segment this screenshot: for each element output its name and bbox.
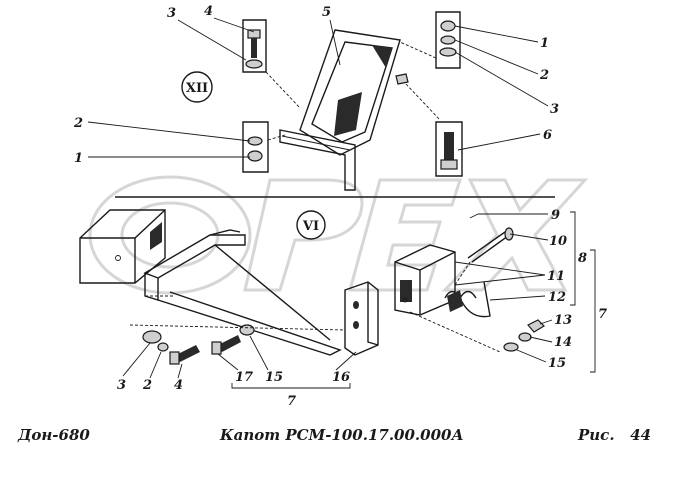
washer-part-14 xyxy=(518,332,532,342)
callout-1-left: 1 xyxy=(74,151,83,166)
callout-labels: 3 4 5 1 2 3 6 2 1 9 10 11 8 12 7 13 14 1… xyxy=(73,4,607,409)
leader-dashed-5 xyxy=(129,324,346,331)
bracket-group-7-bottom xyxy=(231,383,351,389)
washer-part-15-bottom xyxy=(239,324,255,336)
callout-15-right: 15 xyxy=(548,356,566,371)
leader-dashed-1 xyxy=(265,71,301,109)
washer-part-15-right xyxy=(503,342,519,352)
callout-7-right: 7 xyxy=(598,307,607,322)
callout-4-top: 4 xyxy=(204,4,213,19)
leader-dashed-7 xyxy=(454,261,471,286)
hinge-plate-part-11 xyxy=(394,244,456,316)
callout-leaders xyxy=(87,17,553,379)
footer-title: Капот РСМ-100.17.00.000А xyxy=(220,426,464,444)
cotter-pin-part-9 xyxy=(469,213,479,219)
bolt-part-4-bottom xyxy=(169,345,200,365)
upper-assembly xyxy=(242,11,463,191)
callout-4-bottom: 4 xyxy=(174,378,183,393)
view-label-upper: XII xyxy=(186,81,208,96)
callout-10: 10 xyxy=(549,234,567,249)
callout-12: 12 xyxy=(548,290,566,305)
leader-dashed-4 xyxy=(267,134,286,141)
leader-dashed-2 xyxy=(399,41,437,59)
callout-2-left: 2 xyxy=(73,116,83,131)
washer-part-2-bottom xyxy=(157,342,169,352)
callout-14: 14 xyxy=(554,335,572,350)
bolt-part-17 xyxy=(211,335,241,355)
callout-7-bottom: 7 xyxy=(287,394,296,409)
bracket-group-7-right xyxy=(590,249,596,373)
bracket-group-8 xyxy=(570,211,576,306)
nut-left xyxy=(247,150,263,162)
washer-left xyxy=(247,136,263,146)
rod-part-10 xyxy=(467,227,514,263)
washer-part-3-bottom xyxy=(142,330,162,344)
nut-part-13 xyxy=(527,319,545,333)
washer-plate-top-right xyxy=(435,11,461,69)
view-marker-upper: XII xyxy=(181,71,213,103)
watermark-logo xyxy=(88,175,589,295)
view-label-lower: VI xyxy=(302,219,319,234)
lower-assembly xyxy=(79,209,545,365)
callout-3-right: 3 xyxy=(550,102,559,117)
bolt-part-6 xyxy=(440,132,458,170)
callout-2-right: 2 xyxy=(539,68,549,83)
callout-17: 17 xyxy=(235,370,253,385)
callout-16: 16 xyxy=(332,370,350,385)
callout-1-right: 1 xyxy=(540,36,549,51)
bolt-top-left xyxy=(245,29,263,69)
callout-9: 9 xyxy=(551,208,560,223)
callout-15-bottom: 15 xyxy=(265,370,283,385)
leader-dashed-8 xyxy=(409,311,501,353)
callout-5: 5 xyxy=(322,5,331,20)
angle-strip-edge xyxy=(281,135,351,151)
footer-figure: Рис. 44 xyxy=(578,426,651,444)
angle-bracket-part-16 xyxy=(344,281,379,356)
triangular-bracket-part-5 xyxy=(299,29,401,156)
footer-figure-number: 44 xyxy=(630,426,652,444)
footer-figure-label: Рис. xyxy=(578,426,615,444)
callout-3-bottom: 3 xyxy=(117,378,126,393)
view-marker-lower: VI xyxy=(296,210,326,240)
washer-plate-left xyxy=(242,121,269,173)
channel-block xyxy=(79,209,166,284)
footer-model: Дон-680 xyxy=(18,426,90,444)
spring-part-12 xyxy=(444,281,491,318)
callout-8: 8 xyxy=(578,251,587,266)
bolt-plate-part-6 xyxy=(435,121,463,177)
leader-dashed-3 xyxy=(405,83,441,121)
callout-6: 6 xyxy=(543,128,552,143)
callout-2-bottom: 2 xyxy=(142,378,152,393)
callout-11: 11 xyxy=(547,269,565,284)
callout-13: 13 xyxy=(554,313,572,328)
angle-strip xyxy=(279,129,356,191)
small-nut xyxy=(395,73,409,85)
callout-3-top: 3 xyxy=(167,6,176,21)
washer-stack-right xyxy=(439,20,457,57)
